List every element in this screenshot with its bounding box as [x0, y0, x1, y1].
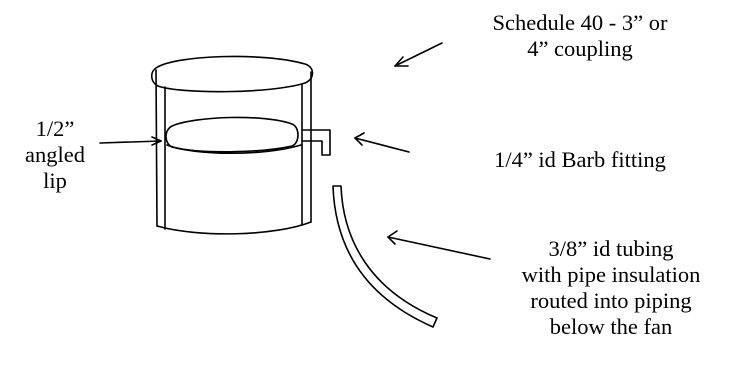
lip-label-line: angled — [25, 142, 85, 167]
arrow-icon — [387, 230, 491, 260]
arrow-icon — [99, 136, 162, 146]
tubing-label: 3/8” id tubing with pipe insulation rout… — [485, 236, 737, 340]
barb-label-line: 1/4” id Barb fitting — [494, 147, 666, 172]
tubing — [332, 185, 438, 328]
arrow-icon — [354, 132, 410, 153]
tubing-label-line: with pipe insulation — [521, 262, 701, 287]
angled-lip — [165, 116, 302, 155]
coupling-pipe — [150, 55, 314, 235]
tubing-label-line: 3/8” id tubing — [548, 236, 674, 261]
lip-label-line: 1/2” — [35, 116, 75, 141]
arrow-icon — [394, 42, 443, 67]
coupling-label-line: 4” coupling — [527, 36, 633, 61]
coupling-label-line: Schedule 40 - 3” or — [492, 10, 668, 35]
tubing-label-line: below the fan — [549, 314, 673, 339]
coupling-label: Schedule 40 - 3” or 4” coupling — [440, 10, 720, 62]
lip-label: 1/2” angled lip — [5, 116, 105, 194]
barb-fitting — [302, 129, 331, 156]
tubing-label-line: routed into piping — [530, 288, 692, 313]
barb-label: 1/4” id Barb fitting — [440, 147, 720, 173]
lip-label-line: lip — [43, 168, 67, 193]
